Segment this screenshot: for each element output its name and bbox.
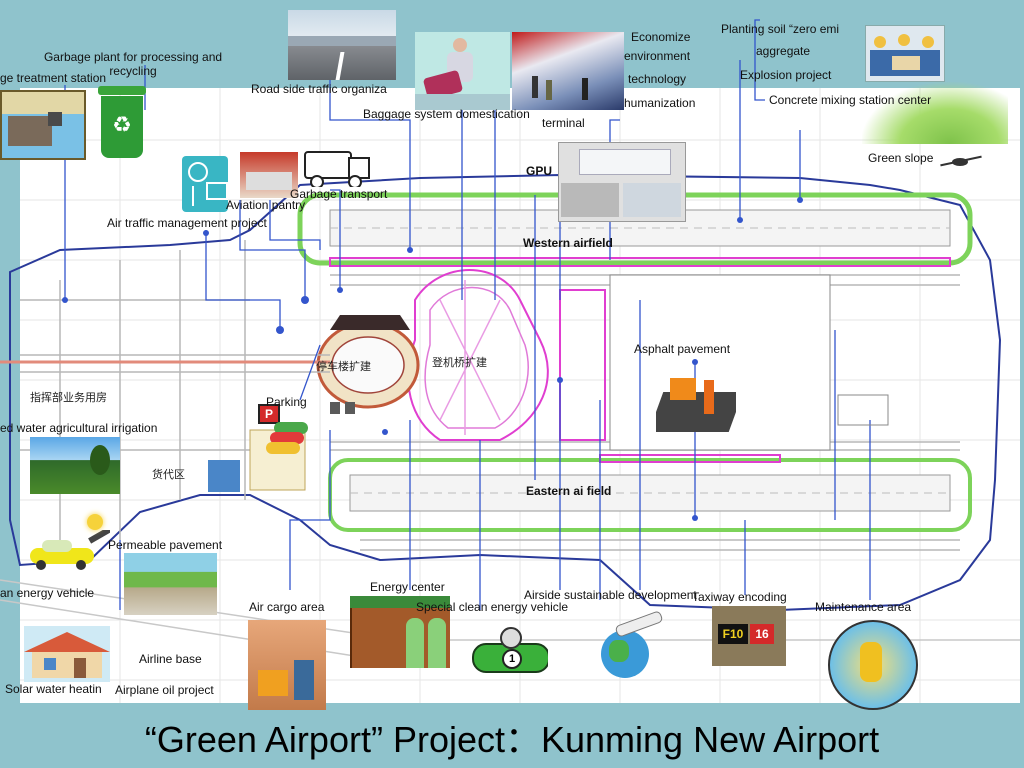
label-air-traffic-management: Air traffic management project — [107, 216, 267, 230]
label-concrete-mixing: Concrete mixing station center — [769, 93, 932, 107]
helicopter-icon — [940, 150, 982, 172]
clean-energy-car-icon: 1 — [472, 625, 548, 675]
label-green-slope: Green slope — [868, 151, 934, 165]
label-gpu: GPU — [526, 164, 553, 178]
terminal-interior-photo — [512, 32, 624, 110]
label-energy-center: Energy center — [370, 580, 445, 594]
electric-car-icon — [28, 530, 110, 570]
recycle-bin-icon: ♻ — [98, 86, 146, 158]
label-explosion-project: Explosion project — [740, 68, 832, 82]
label-road-side-traffic: Road side traffic organiza — [251, 82, 387, 96]
asphalt-paver-illustration — [656, 372, 736, 432]
western-runway — [297, 192, 973, 267]
air-cargo-illustration — [248, 620, 326, 710]
taxiway-sign-photo: F10 16 — [712, 606, 786, 666]
label-humanization: humanization — [624, 96, 696, 110]
label-technology: technology — [628, 72, 687, 86]
garbage-truck-icon — [304, 143, 370, 187]
parking-cars-icon: P — [256, 402, 314, 460]
label-maintenance-area: Maintenance area — [815, 600, 912, 614]
label-airline-base: Airline base — [139, 652, 202, 666]
label-aviation-pantry: Aviation pantry — [226, 198, 306, 212]
label-planting-soil: Planting soil “zero emi — [721, 22, 840, 36]
solar-house-icon — [24, 626, 110, 682]
permeable-pavement-photo — [124, 553, 217, 615]
label-cargo-agency-area: 货代区 — [152, 468, 185, 481]
maintenance-illustration — [828, 620, 918, 710]
label-airside-sustainable: Airside sustainable development — [524, 588, 697, 602]
label-eastern-airfield: Eastern ai field — [526, 484, 612, 498]
taxiway-sign-a: F10 — [718, 624, 748, 644]
label-sewage-station: ge treatment station — [0, 71, 107, 85]
cargo-pond — [208, 460, 240, 492]
label-special-clean-energy-vehicle: Special clean energy vehicle — [416, 600, 569, 614]
callout-dots — [62, 197, 803, 521]
callout-lines — [64, 19, 871, 610]
highway-terminal-photo — [288, 10, 396, 80]
label-clean-energy-vehicle-left: an energy vehicle — [0, 586, 95, 600]
label-permeable-pavement: Permeable pavement — [108, 538, 223, 552]
slide-title: “Green Airport” Project：Kunming New Airp… — [144, 719, 880, 760]
energy-center-illustration — [350, 596, 450, 668]
label-garbage-transport: Garbage transport — [290, 187, 388, 201]
label-taxiway-encoding: Taxiway encoding — [692, 590, 787, 604]
parking-sign: P — [258, 404, 280, 424]
car-number: 1 — [502, 649, 522, 669]
buildings — [330, 394, 889, 426]
label-economize: Economize — [631, 30, 691, 44]
taxiway-sign-b: 16 — [750, 624, 774, 644]
label-asphalt-pavement: Asphalt pavement — [634, 342, 731, 356]
sun-icon — [87, 514, 103, 530]
terminal-complex — [316, 269, 549, 441]
workers-photo — [865, 25, 945, 82]
gpu-photos — [558, 142, 686, 222]
eastern-runway — [328, 454, 972, 532]
label-baggage-system: Baggage system domestication — [363, 107, 530, 121]
label-air-cargo-area: Air cargo area — [249, 600, 325, 614]
label-agricultural-irrigation: ed water agricultural irrigation — [0, 421, 158, 435]
atm-radar-icon — [182, 156, 228, 212]
label-aggregate: aggregate — [756, 44, 811, 58]
label-solar-water-heating: Solar water heatin — [5, 682, 102, 696]
baggage-handler-photo — [415, 32, 510, 110]
label-terminal: terminal — [542, 116, 585, 130]
label-airplane-oil-project: Airplane oil project — [115, 683, 214, 697]
aviation-pantry-photo — [240, 152, 298, 198]
label-command-building: 指挥部业务用房 — [30, 391, 107, 404]
airplane-globe-icon — [597, 610, 663, 682]
sewage-treatment-illustration — [0, 90, 86, 160]
label-garbage-plant: Garbage plant for processing and recycli… — [43, 50, 223, 78]
label-western-airfield: Western airfield — [523, 236, 613, 250]
label-boarding-bridge-expansion: 登机桥扩建 — [432, 356, 487, 369]
label-parking-building-expansion: 停车楼扩建 — [316, 360, 371, 373]
green-slope-illustration — [862, 82, 1008, 144]
label-environment: environment — [624, 49, 691, 63]
farmland-photo — [30, 437, 120, 494]
label-parking: Parking — [266, 395, 307, 409]
